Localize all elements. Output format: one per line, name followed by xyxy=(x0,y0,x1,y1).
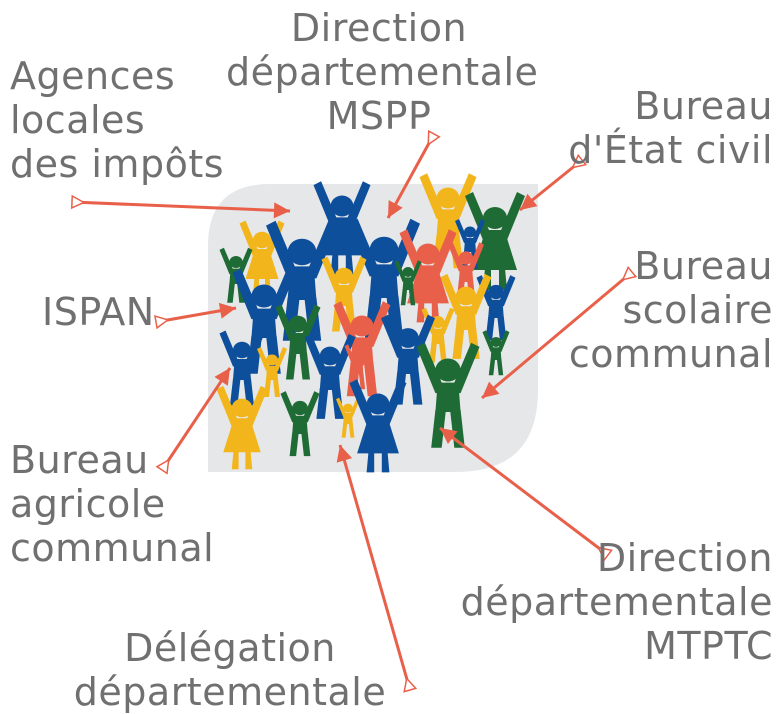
arrowhead xyxy=(388,200,403,218)
label-scolaire: Bureau scolaire communal xyxy=(568,244,773,376)
connector-arrow xyxy=(439,426,609,557)
person-figure xyxy=(280,391,320,457)
person-figure xyxy=(416,342,480,448)
arrowhead xyxy=(218,302,236,319)
person-figure xyxy=(216,385,268,470)
label-agences: Agences locales des impôts xyxy=(10,54,225,186)
person-figure xyxy=(381,314,435,405)
connector-arrow xyxy=(481,270,633,400)
person-figure xyxy=(394,260,422,306)
arrow-tail xyxy=(427,129,441,146)
arrow-tail xyxy=(621,265,638,281)
person-figure xyxy=(399,229,457,323)
connector-arrow xyxy=(160,367,232,471)
arrow-tail xyxy=(571,153,588,169)
arrowhead xyxy=(336,445,353,463)
person-figure xyxy=(304,333,356,419)
label-ispan: ISPAN xyxy=(42,290,155,334)
label-mspp: Direction départementale MSPP xyxy=(226,6,539,138)
arrowhead xyxy=(520,193,538,210)
label-etat-civil: Bureau d'État civil xyxy=(568,84,773,172)
label-delegation: Délégation départementale xyxy=(73,626,387,714)
person-figure xyxy=(266,220,338,341)
arrow-tail xyxy=(154,315,170,330)
arrowhead xyxy=(440,428,458,445)
person-figure xyxy=(465,192,525,290)
arrowhead xyxy=(482,381,500,398)
arrow-tail xyxy=(155,458,170,475)
arrows-group xyxy=(70,129,638,693)
person-figure xyxy=(482,330,510,376)
person-figure xyxy=(476,275,516,341)
person-figure xyxy=(275,304,321,380)
arrowhead xyxy=(273,202,290,219)
label-mtptc: Direction départementale MTPTC xyxy=(460,536,773,668)
arrow-tail xyxy=(403,676,418,693)
people-group xyxy=(216,173,525,473)
arrow-tail xyxy=(597,546,613,562)
person-figure xyxy=(349,379,407,473)
label-agricole: Bureau agricole communal xyxy=(10,438,215,570)
arrowhead xyxy=(214,368,230,386)
person-figure xyxy=(219,330,265,406)
arrow-tail xyxy=(70,194,86,210)
person-figure xyxy=(257,347,287,397)
person-figure xyxy=(336,397,360,438)
connector-arrow xyxy=(71,200,291,213)
person-figure xyxy=(239,220,285,294)
connector-arrow xyxy=(338,444,412,691)
